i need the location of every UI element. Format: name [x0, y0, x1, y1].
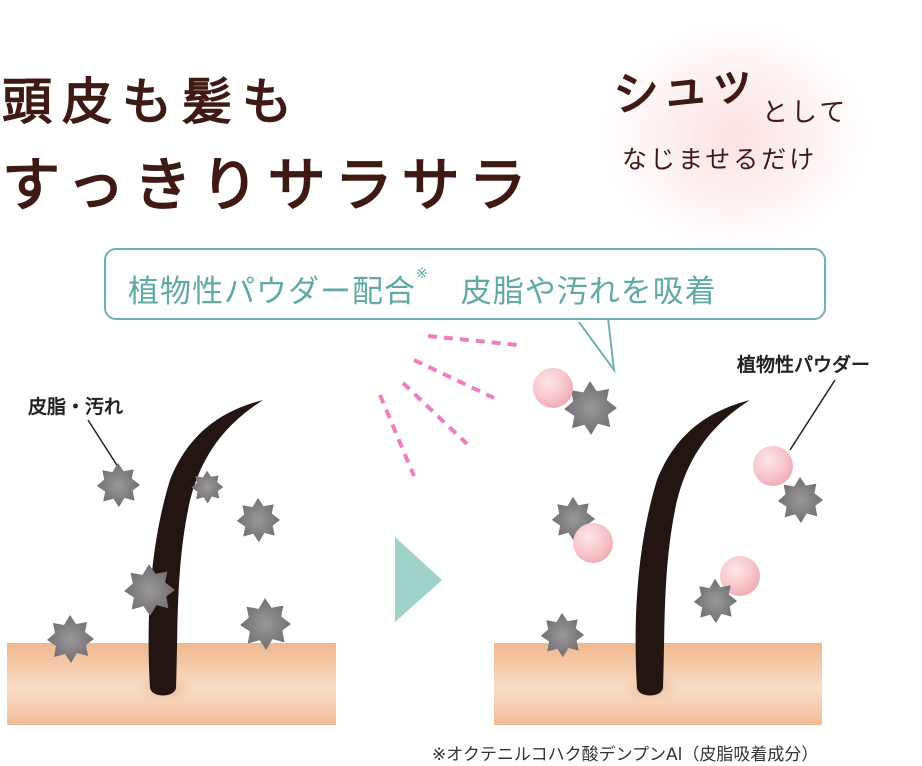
callout-toshite: として	[762, 98, 849, 128]
before-panel	[7, 400, 336, 725]
before-label: 皮脂・汚れ	[28, 396, 124, 418]
callout-najimaseru: なじませるだけ	[622, 145, 818, 174]
speech-bubble-tail	[574, 317, 616, 374]
spray-lines-icon	[378, 334, 519, 477]
after-label: 植物性パウダー	[737, 354, 871, 376]
bubble-text-tail: 皮脂や汚れを吸着	[428, 274, 717, 310]
headline-line-2: すっきりサラサラ	[2, 151, 536, 219]
arrow-right-icon	[395, 537, 442, 622]
after-panel	[494, 368, 836, 725]
headline-line-1: 頭皮も髪も	[2, 73, 302, 131]
bubble-text-main: 植物性パウダー配合	[128, 274, 416, 310]
speech-bubble	[104, 248, 826, 320]
footnote: ※オクテニルコハク酸デンプンAl（皮脂吸着成分）	[432, 745, 819, 765]
footnote-mark: ※	[416, 266, 429, 282]
speech-bubble-text: 植物性パウダー配合※ 皮脂や汚れを吸着	[128, 266, 717, 311]
callout-glow	[600, 20, 870, 250]
